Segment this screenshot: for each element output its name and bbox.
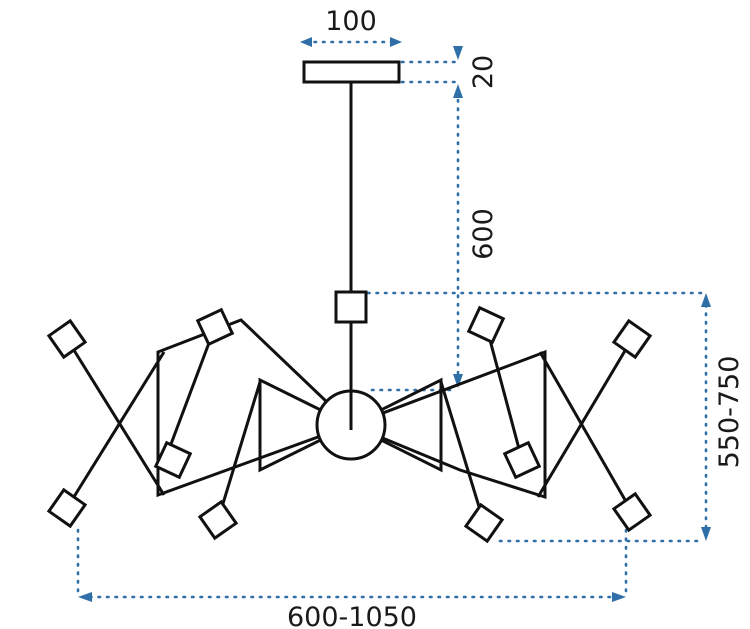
arrow-right <box>390 37 402 47</box>
lamp-shade <box>611 318 653 360</box>
lamp-shade <box>46 487 88 529</box>
lamp-shade <box>611 491 653 533</box>
arrow-left <box>300 37 312 47</box>
arm <box>65 338 166 496</box>
frame-left-inner <box>258 377 355 473</box>
lamp-shade <box>195 307 235 347</box>
arm <box>484 324 524 461</box>
rod-length-label: 600 <box>468 208 499 260</box>
ceiling-canopy <box>302 60 401 84</box>
frame-right-outer <box>346 349 547 500</box>
frame-right-inner <box>347 377 443 473</box>
arm <box>536 338 634 498</box>
chandelier-drawing <box>46 60 653 544</box>
lamp-shade <box>197 499 239 541</box>
arm <box>163 326 217 461</box>
lamp-shade <box>502 440 542 480</box>
arrow-down <box>453 374 463 388</box>
arrow-up <box>453 84 463 98</box>
canopy-width-label: 100 <box>325 6 377 37</box>
canopy-height-label: 20 <box>468 55 499 89</box>
body-height-label: 550-750 <box>714 356 745 469</box>
lamp-shade <box>463 502 505 544</box>
arrow-right <box>612 592 626 602</box>
top-lamp-shade <box>334 290 368 324</box>
lamp-shade <box>466 305 506 345</box>
arrow-down <box>701 527 711 541</box>
arm <box>216 381 262 521</box>
lamp-shade <box>46 318 88 360</box>
lamp-shade <box>153 440 193 480</box>
body-width-label: 600-1050 <box>287 602 417 629</box>
arrow-up <box>701 293 711 307</box>
arm <box>538 351 634 513</box>
arm <box>65 351 166 509</box>
arm <box>439 381 486 524</box>
frame-left-outer <box>156 318 354 498</box>
arrow-down <box>453 46 463 60</box>
arrow-left <box>78 592 92 602</box>
dimension-lines <box>76 37 711 602</box>
